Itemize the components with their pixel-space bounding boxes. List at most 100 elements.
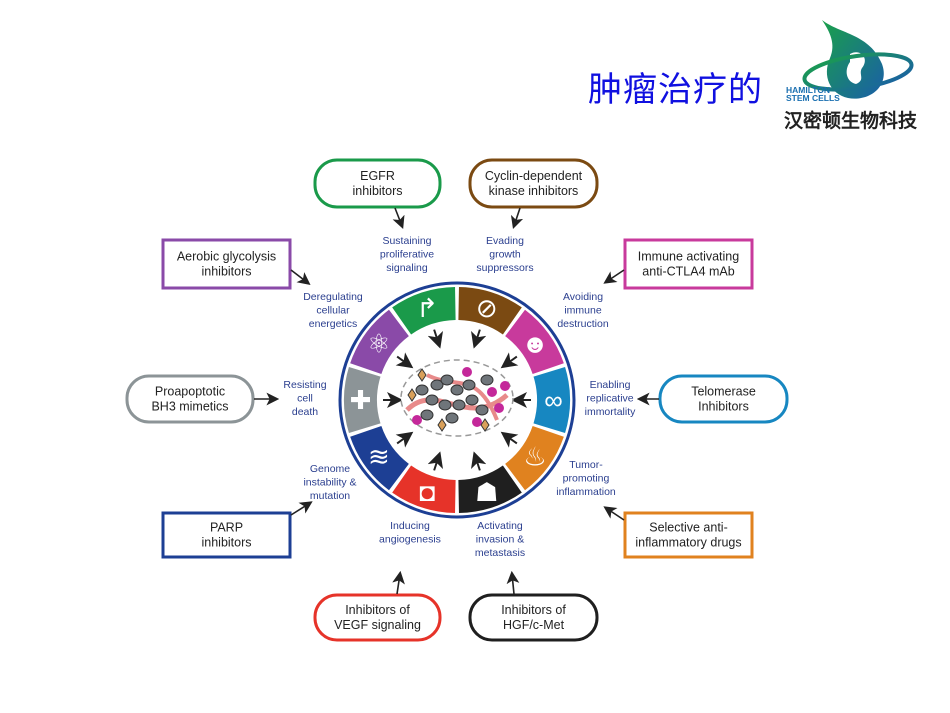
inner-arrow bbox=[471, 451, 487, 471]
hallmark-segment-tumor bbox=[505, 426, 564, 491]
therapy-label: HGF/c-Met bbox=[503, 618, 565, 632]
immune-cell bbox=[462, 367, 472, 377]
slide-title: 肿瘤治疗的 bbox=[588, 70, 763, 110]
therapy-label: Telomerase bbox=[691, 385, 756, 399]
therapy-label: anti-CTLA4 mAb bbox=[642, 265, 734, 279]
therapy-label: Immune activating bbox=[638, 250, 739, 264]
outer-ring bbox=[338, 281, 576, 519]
tumor-cell bbox=[462, 379, 476, 391]
hallmark-segment-activating bbox=[458, 465, 522, 513]
therapy-arrow bbox=[392, 570, 405, 595]
ghost-cell-icon: ☗ bbox=[475, 477, 498, 507]
therapy-label: Cyclin-dependent bbox=[485, 169, 583, 183]
logo-chinese: 汉密顿生物科技 bbox=[784, 110, 918, 132]
hallmark-segment-inducing bbox=[392, 465, 456, 513]
therapy-box-selective: Selective anti-inflammatory drugs bbox=[623, 511, 754, 559]
hallmark-segment-resisting bbox=[344, 366, 381, 434]
immune-cell bbox=[472, 417, 482, 427]
inner-arrow bbox=[395, 431, 414, 448]
tumor-cell bbox=[452, 399, 466, 411]
tumor-cell bbox=[420, 409, 434, 421]
tumor-cell bbox=[415, 384, 429, 396]
flame-icon: ♨ bbox=[523, 442, 546, 472]
therapy-arrow bbox=[603, 506, 625, 521]
therapy-label: Proapoptotic bbox=[155, 385, 225, 399]
tumor-cell bbox=[438, 399, 452, 411]
hallmark-segment-genome bbox=[350, 426, 409, 491]
cross-icon: ✚ bbox=[350, 385, 372, 415]
immune-cell bbox=[412, 415, 422, 425]
hallmark-segment-sustaining bbox=[392, 287, 456, 335]
hamilton-logo-icon bbox=[802, 20, 914, 99]
therapy-label: inflammatory drugs bbox=[635, 536, 741, 550]
immune-cell-icon: ☻ bbox=[521, 328, 548, 358]
inner-arrow bbox=[427, 451, 443, 471]
therapy-label: Inhibitors of bbox=[501, 603, 566, 617]
prohibited-icon: ⊘ bbox=[476, 293, 498, 323]
arrow-up-right-icon: ↱ bbox=[416, 293, 438, 323]
tumor-cell bbox=[445, 412, 459, 424]
dna-icon: ≋ bbox=[368, 442, 390, 472]
immune-cell bbox=[494, 403, 504, 413]
hallmark-segment-evading bbox=[458, 287, 522, 335]
therapy-arrow bbox=[392, 207, 405, 229]
inner-arrow bbox=[500, 352, 519, 369]
vessel-icon: ◘ bbox=[419, 477, 435, 507]
fibroblast bbox=[437, 418, 447, 432]
tumor-cell bbox=[465, 394, 479, 406]
tumor-cell bbox=[425, 394, 439, 406]
inner-arrow bbox=[395, 352, 414, 369]
therapy-label: kinase inhibitors bbox=[489, 184, 579, 198]
inner-arrow bbox=[427, 329, 443, 349]
fibroblast bbox=[407, 388, 417, 402]
therapy-label: Aerobic glycolysis bbox=[177, 250, 276, 264]
therapy-label: BH3 mimetics bbox=[151, 400, 228, 414]
therapy-arrow bbox=[603, 269, 625, 284]
inner-arrow bbox=[500, 431, 519, 448]
immune-cell bbox=[487, 387, 497, 397]
therapy-arrow bbox=[290, 269, 311, 285]
therapy-arrow bbox=[510, 207, 524, 230]
inner-arrow bbox=[471, 329, 487, 349]
therapy-arrow bbox=[506, 570, 520, 595]
therapy-label: VEGF signaling bbox=[334, 618, 421, 632]
tumor-cell bbox=[430, 379, 444, 391]
therapy-label: Inhibitors bbox=[698, 400, 749, 414]
fibroblast bbox=[417, 368, 427, 382]
therapy-label: PARP bbox=[210, 521, 243, 535]
immune-cell bbox=[500, 381, 510, 391]
therapy-label: inhibitors bbox=[352, 184, 402, 198]
infinity-icon: ∞ bbox=[544, 385, 563, 415]
therapy-label: inhibitors bbox=[201, 265, 251, 279]
tumor-cell bbox=[475, 404, 489, 416]
tumor-cell bbox=[450, 384, 464, 396]
tumor-cell bbox=[440, 374, 454, 386]
atom-icon: ⚛ bbox=[367, 328, 390, 358]
therapy-arrow bbox=[290, 501, 313, 516]
hallmark-segment-avoiding bbox=[505, 309, 564, 374]
hallmark-segment-enabling bbox=[533, 366, 570, 434]
therapy-label: inhibitors bbox=[201, 536, 251, 550]
tumor-cell bbox=[480, 374, 494, 386]
fibroblast bbox=[480, 418, 490, 432]
